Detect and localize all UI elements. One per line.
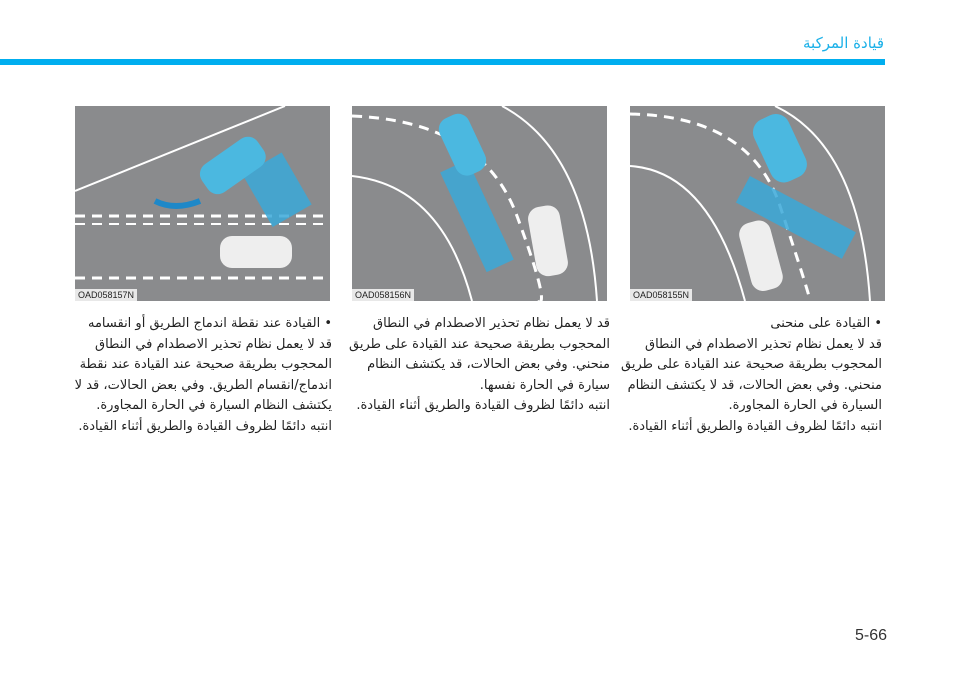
text-line: انتبه دائمًا لظروف القيادة والطريق أثناء… bbox=[356, 398, 610, 413]
text-line: منحني. وفي بعض الحالات، قد يكتشف النظام bbox=[367, 357, 610, 372]
text-line: المحجوب بطريقة صحيحة عند القيادة على طري… bbox=[349, 336, 610, 352]
text-column-curve-adjacent: • القيادة على منحنى قد لا يعمل نظام تحذي… bbox=[612, 314, 882, 437]
text-line: اندماج/انقسام الطريق. وفي بعض الحالات، ق… bbox=[74, 377, 332, 393]
curve-road-illustration bbox=[352, 106, 598, 301]
figure-curve-adjacent: OAD058155N bbox=[630, 106, 885, 301]
text-line: قد لا يعمل نظام تحذير الاصطدام في النطاق bbox=[644, 336, 882, 352]
text-line: انتبه دائمًا لظروف القيادة والطريق أثناء… bbox=[628, 418, 882, 434]
figure-code: OAD058155N bbox=[630, 289, 693, 301]
merge-road-illustration bbox=[75, 106, 330, 280]
bullet-heading: • القيادة على منحنى bbox=[770, 316, 882, 331]
figure-code: OAD058157N bbox=[75, 289, 138, 301]
text-line: منحني. وفي بعض الحالات، قد لا يكتشف النظ… bbox=[627, 377, 882, 393]
text-line: السيارة في الحارة المجاورة. bbox=[728, 398, 882, 413]
section-title: قيادة المركبة bbox=[803, 34, 884, 52]
bullet-heading: • القيادة عند نقطة اندماج الطريق أو انقس… bbox=[88, 316, 332, 331]
figure-code: OAD058156N bbox=[352, 289, 415, 301]
text-line: المحجوب بطريقة صحيحة عند القيادة عند نقط… bbox=[79, 357, 332, 372]
text-column-merge-split: • القيادة عند نقطة اندماج الطريق أو انقس… bbox=[62, 314, 332, 437]
page-number: 5-66 bbox=[855, 627, 888, 644]
header-bar bbox=[0, 59, 885, 65]
text-line: يكتشف النظام السيارة في الحارة المجاورة. bbox=[96, 398, 332, 413]
text-line: قد لا يعمل نظام تحذير الاصطدام في النطاق bbox=[372, 316, 610, 331]
text-line: انتبه دائمًا لظروف القيادة والطريق أثناء… bbox=[78, 418, 332, 434]
text-column-curve-same-lane: قد لا يعمل نظام تحذير الاصطدام في النطاق… bbox=[340, 314, 610, 417]
text-line: المحجوب بطريقة صحيحة عند القيادة على طري… bbox=[621, 357, 882, 372]
curve-road-illustration bbox=[630, 106, 871, 301]
figure-merge-split: OAD058157N bbox=[75, 106, 330, 301]
text-line: قد لا يعمل نظام تحذير الاصطدام في النطاق bbox=[94, 336, 332, 352]
text-line: سيارة في الحارة نفسها. bbox=[479, 377, 610, 393]
figure-curve-same-lane: OAD058156N bbox=[352, 106, 607, 301]
